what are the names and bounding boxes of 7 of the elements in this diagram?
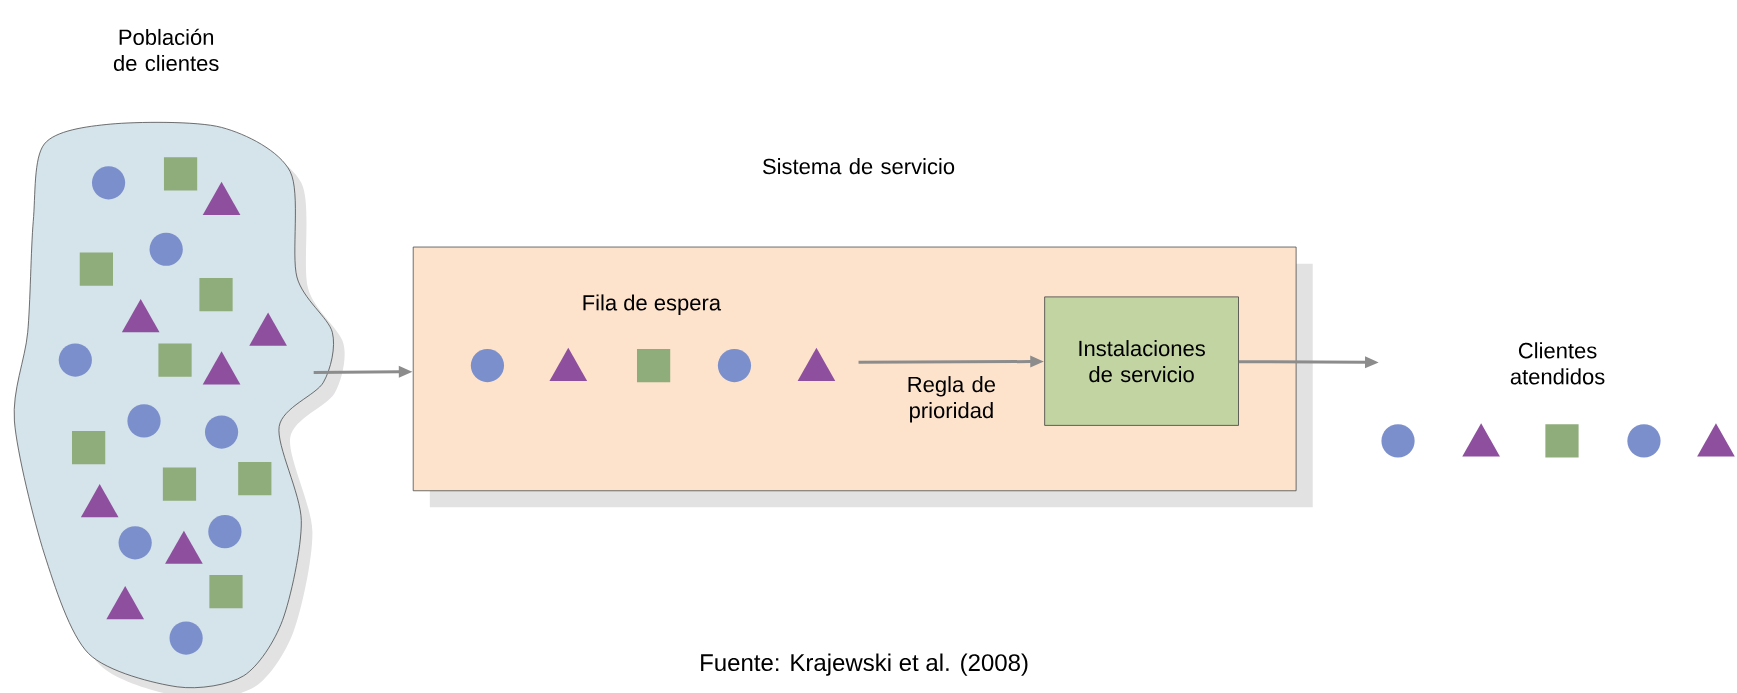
caption-text: Fuente: Krajewski et al. (2008) [701,653,1028,676]
service-box: Instalaciones de servicio [1044,296,1239,426]
text-label: Clientes atendidos [1510,342,1605,385]
heading-text: Sistema de servicio [762,157,955,174]
text-label: Fila de espera [583,294,722,315]
edge-label: Regla de prioridad [908,375,995,423]
heading-text: Población de clientes [113,28,219,71]
